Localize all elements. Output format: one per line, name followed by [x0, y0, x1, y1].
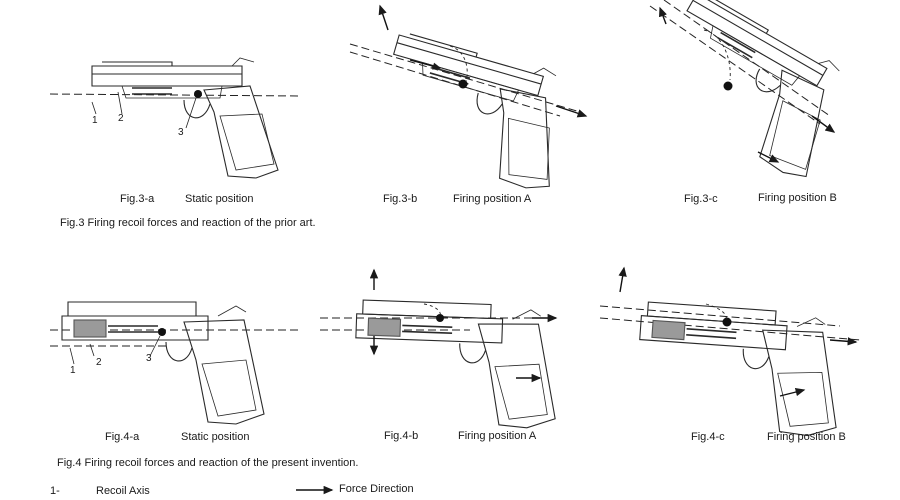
callout-2-fig4a: 2	[96, 357, 102, 368]
fig3c-state: Firing position B	[758, 192, 837, 204]
callout-1-fig3a: 1	[92, 115, 98, 126]
callout-3-fig3a: 3	[178, 127, 184, 138]
fig3a-label: Fig.3-a	[120, 193, 155, 205]
fig4b-label: Fig.4-b	[384, 430, 419, 442]
fig3b-state: Firing position A	[453, 193, 532, 205]
fig3a-state: Static position	[185, 193, 254, 205]
legend-number: 1-	[50, 485, 60, 497]
fig4a-label: Fig.4-a	[105, 431, 140, 443]
fig4c-state: Firing position B	[767, 431, 846, 443]
fig4c-label: Fig.4-c	[691, 431, 725, 443]
legend-force-direction: Force Direction	[339, 483, 414, 495]
fig4-caption: Fig.4 Firing recoil forces and reaction …	[57, 457, 359, 469]
fig3c-label: Fig.3-c	[684, 193, 718, 205]
callout-1-fig4a: 1	[70, 365, 76, 376]
fig3-caption: Fig.3 Firing recoil forces and reaction …	[60, 217, 316, 229]
callout-2-fig3a: 2	[118, 113, 124, 124]
fig4b-state: Firing position A	[458, 430, 537, 442]
fig3b-label: Fig.3-b	[383, 193, 418, 205]
legend-recoil-axis: Recoil Axis	[96, 485, 150, 497]
callout-3-fig4a: 3	[146, 353, 152, 364]
fig4a-state: Static position	[181, 431, 250, 443]
